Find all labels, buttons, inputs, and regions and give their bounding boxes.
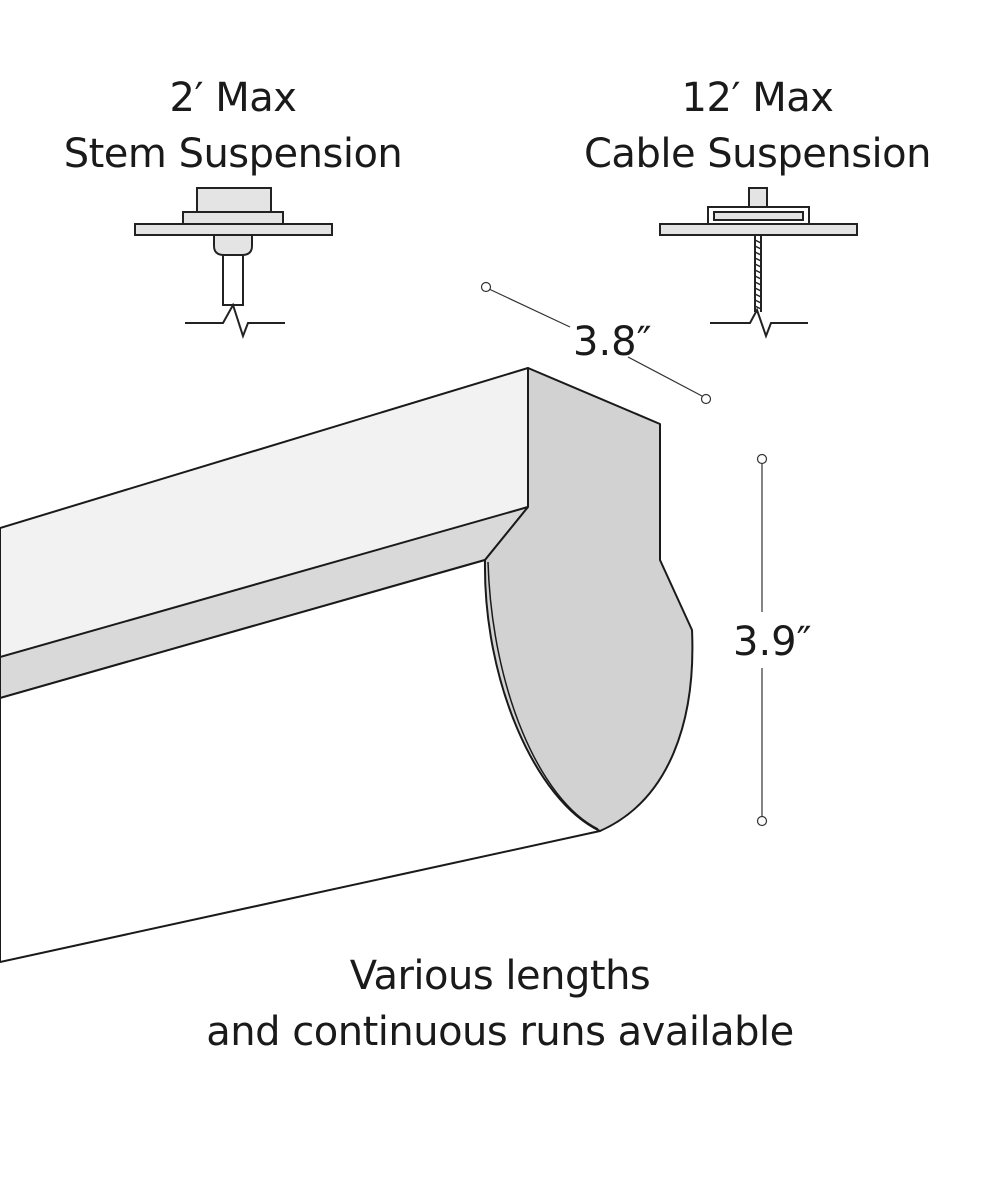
height-dimension-line (756, 453, 768, 827)
stem-max-text: 2′ Max (169, 75, 297, 121)
cable-suspension-detail (659, 187, 858, 339)
height-dimension-value: 3.9″ (733, 619, 812, 665)
cable-title-text: Cable Suspension (584, 131, 931, 177)
caption-line-1: Various lengths (349, 953, 651, 999)
stem-suspension-detail (134, 187, 333, 340)
cable-max-text: 12′ Max (681, 75, 834, 121)
stem-suspension-label: 2′ Max Stem Suspension (53, 70, 413, 182)
availability-caption: Various lengths and continuous runs avai… (150, 948, 850, 1060)
width-dimension-value: 3.8″ (573, 319, 652, 365)
fixture-body (0, 367, 694, 963)
width-dimension-line (480, 281, 712, 405)
stem-title-text: Stem Suspension (63, 131, 403, 177)
cable-suspension-label: 12′ Max Cable Suspension (570, 70, 945, 182)
caption-line-2: and continuous runs available (206, 1009, 794, 1055)
